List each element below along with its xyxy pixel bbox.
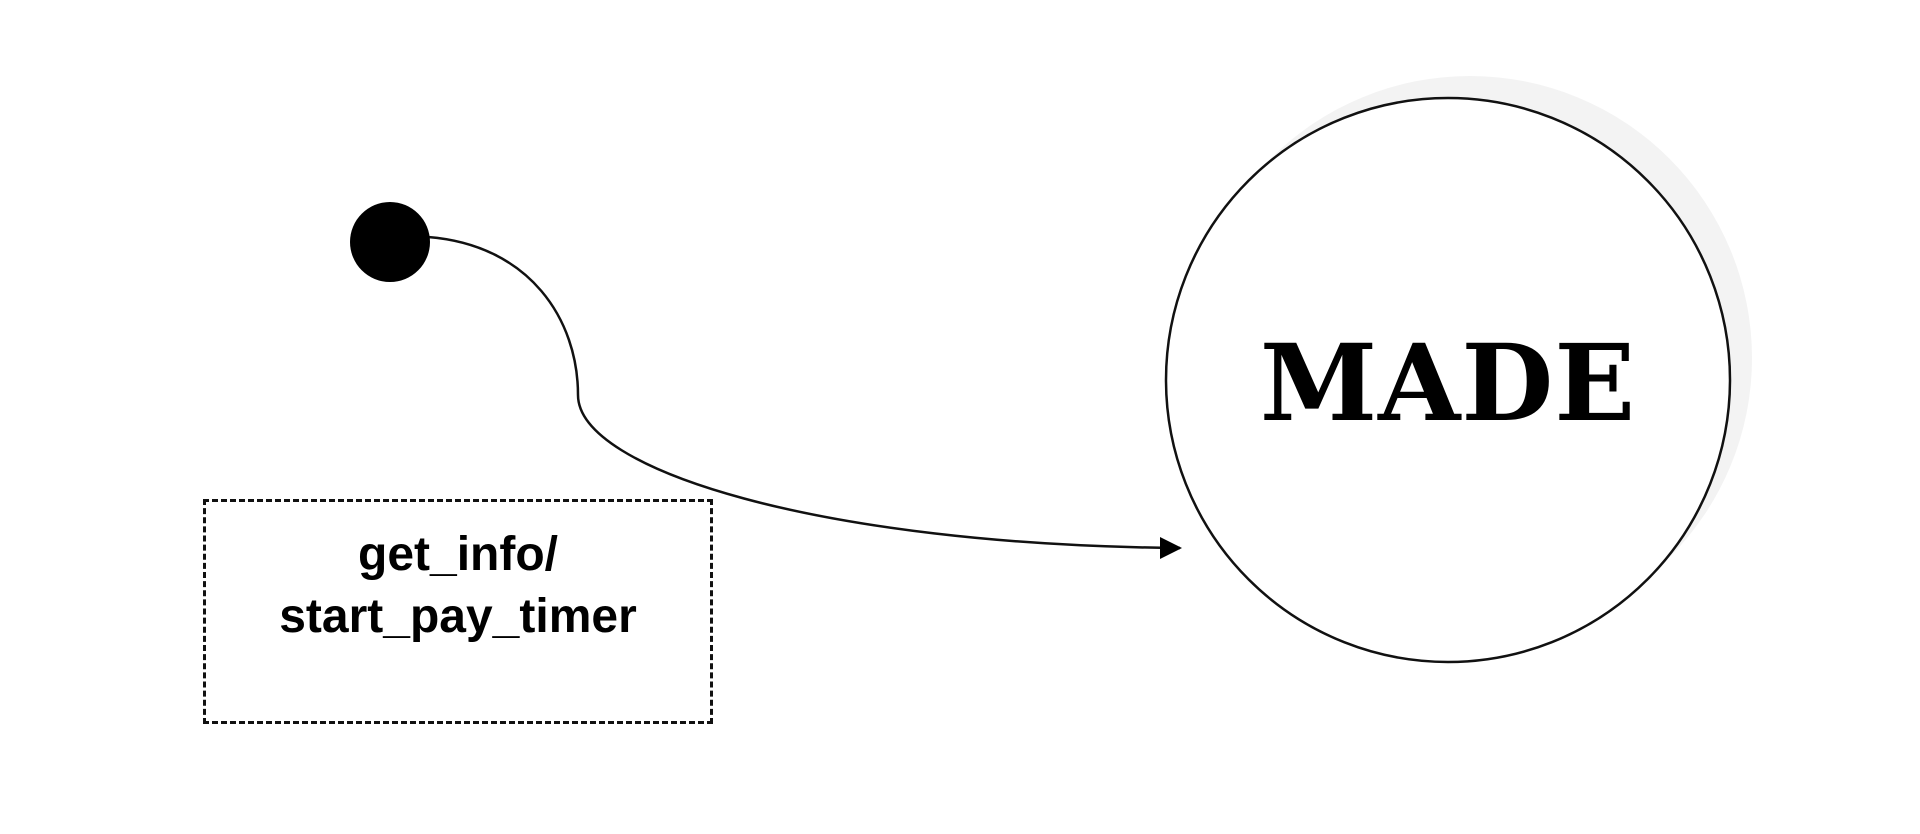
- state-made-circle[interactable]: [1164, 96, 1732, 664]
- arrowhead-icon: [1160, 537, 1182, 559]
- state-made-label: MADE: [1260, 320, 1636, 445]
- transition-action: start_pay_timer: [279, 590, 637, 643]
- transition-label-box[interactable]: get_info/ start_pay_timer: [203, 499, 713, 724]
- transition-label: get_info/ start_pay_timer: [206, 524, 710, 648]
- initial-state-icon[interactable]: [350, 202, 430, 282]
- transition-arrow[interactable]: [427, 235, 1181, 550]
- transition-event: get_info/: [358, 528, 558, 581]
